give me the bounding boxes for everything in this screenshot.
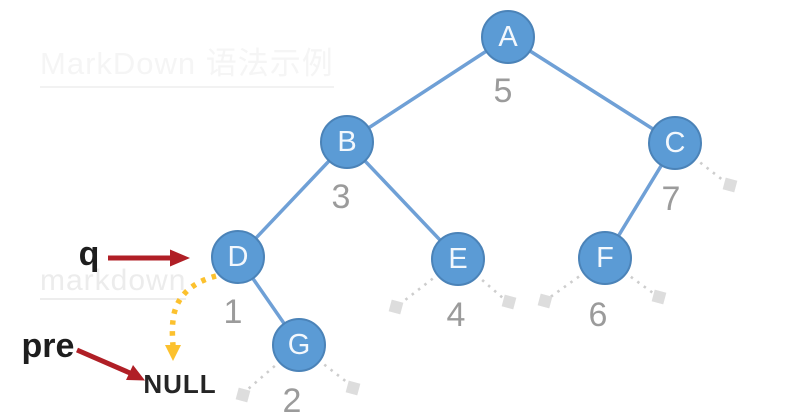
null-text-label: NULL bbox=[143, 369, 217, 399]
visit-order-D: 1 bbox=[223, 293, 243, 331]
node-label: F bbox=[596, 241, 614, 274]
tree-node-F: F bbox=[578, 231, 632, 285]
thread-arrow-curve bbox=[169, 273, 217, 347]
watermark-inline: markdown bbox=[40, 264, 187, 300]
null-markers bbox=[235, 177, 738, 403]
node-label: D bbox=[227, 240, 249, 273]
thread-arrow bbox=[165, 273, 217, 361]
visit-order-B: 3 bbox=[331, 178, 351, 216]
null-marker bbox=[651, 289, 667, 305]
null-link-G-left bbox=[246, 344, 300, 391]
visit-order-G: 2 bbox=[282, 382, 302, 417]
null-marker bbox=[501, 294, 517, 310]
node-label: A bbox=[498, 20, 518, 53]
pre-arrow-head-icon bbox=[126, 365, 145, 381]
tree-node-A: A bbox=[481, 10, 535, 64]
pre-arrow bbox=[76, 347, 131, 376]
tree-node-C: C bbox=[648, 116, 702, 170]
thread-arrow-head-icon bbox=[165, 345, 181, 361]
pointer-arrows bbox=[76, 249, 190, 381]
q-arrow-head-icon bbox=[170, 249, 190, 267]
null-marker bbox=[345, 380, 361, 396]
node-label: G bbox=[287, 328, 311, 361]
visit-order-C: 7 bbox=[661, 180, 681, 218]
visit-order-F: 6 bbox=[588, 296, 608, 334]
node-label: B bbox=[337, 125, 357, 158]
edge-A-B bbox=[346, 35, 509, 144]
tree-node-G: G bbox=[272, 318, 326, 372]
visit-order-A: 5 bbox=[493, 72, 513, 110]
null-marker bbox=[537, 293, 553, 309]
null-link-F-left bbox=[548, 256, 606, 300]
edge-A-C bbox=[507, 35, 676, 145]
null-marker bbox=[235, 387, 251, 403]
null-marker bbox=[722, 177, 738, 193]
node-label: E bbox=[448, 242, 468, 275]
tree-node-E: E bbox=[431, 232, 485, 286]
tree-node-B: B bbox=[320, 115, 374, 169]
visit-order-E: 4 bbox=[446, 296, 466, 334]
tree-node-D: D bbox=[211, 230, 265, 284]
null-marker bbox=[388, 299, 404, 315]
q-pointer-label: q bbox=[78, 235, 100, 273]
node-label: C bbox=[664, 126, 686, 159]
pre-pointer-label: pre bbox=[21, 327, 75, 365]
watermark-title: MarkDown 语法示例 bbox=[40, 38, 334, 88]
